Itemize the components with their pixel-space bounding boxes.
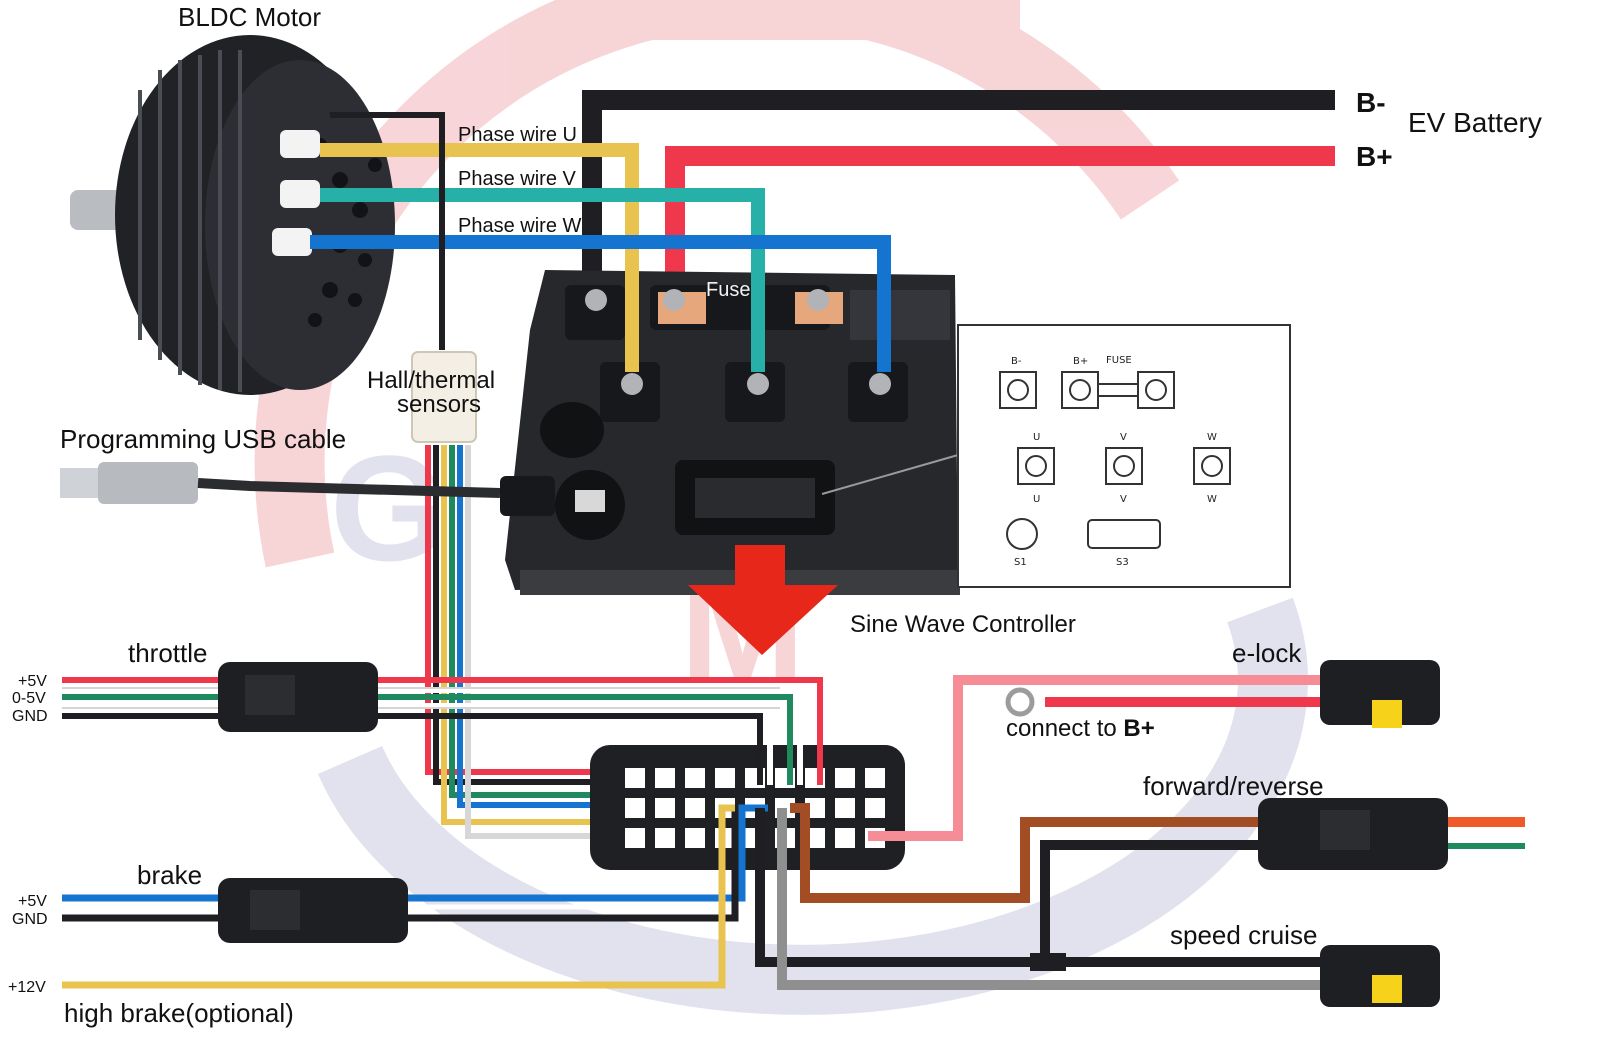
high-brake-label: high brake(optional) bbox=[64, 998, 294, 1028]
elock-wires bbox=[868, 675, 1335, 841]
phase-v-label: Phase wire V bbox=[458, 168, 576, 190]
panel-fuse-label: FUSE bbox=[1106, 355, 1132, 366]
elock-connector bbox=[1320, 660, 1440, 728]
forward-reverse-connector bbox=[1258, 798, 1448, 870]
panel-v-label-bottom: V bbox=[1120, 494, 1127, 505]
brake-label: brake bbox=[137, 860, 202, 890]
phase-w-label: Phase wire W bbox=[458, 215, 581, 237]
brake-5v-label: +5V bbox=[18, 893, 47, 910]
v12-label: +12V bbox=[8, 979, 46, 996]
panel-bplus-label: B+ bbox=[1073, 356, 1088, 367]
fuse-label: Fuse bbox=[706, 279, 750, 301]
usb-cable bbox=[60, 462, 501, 504]
high-brake-wire bbox=[62, 804, 735, 989]
brake-connector bbox=[218, 878, 408, 943]
b-plus-label: B+ bbox=[1356, 141, 1393, 172]
sine-wave-controller bbox=[500, 270, 960, 595]
panel-s1-label: S1 bbox=[1014, 557, 1027, 568]
bldc-motor bbox=[70, 35, 395, 395]
forward-reverse-label: forward/reverse bbox=[1143, 771, 1324, 801]
panel-w-label: W bbox=[1207, 432, 1217, 443]
throttle-connector bbox=[218, 662, 378, 732]
panel-w-label-bottom: W bbox=[1207, 494, 1217, 505]
usb-label: Programming USB cable bbox=[60, 424, 346, 454]
terminal-panel: B- B+ FUSE U V W U V W S1 S3 bbox=[957, 324, 1291, 588]
forward-reverse-wires bbox=[790, 803, 1525, 962]
speed-cruise-wires bbox=[755, 808, 1330, 990]
connect-label: connect to B+ bbox=[1006, 715, 1155, 742]
hall-cable bbox=[330, 112, 693, 839]
panel-bminus-label: B- bbox=[1011, 356, 1022, 367]
motor-label: BLDC Motor bbox=[178, 2, 321, 32]
speed-cruise-connector bbox=[1320, 945, 1440, 1007]
speed-cruise-label: speed cruise bbox=[1170, 920, 1317, 950]
throttle-signal-label: 0-5V bbox=[12, 690, 46, 707]
elock-label: e-lock bbox=[1232, 638, 1302, 668]
panel-u-label-bottom: U bbox=[1033, 494, 1040, 505]
b-minus-label: B- bbox=[1356, 87, 1386, 118]
down-arrow-icon bbox=[688, 545, 838, 655]
hall-label: Hall/thermal bbox=[367, 367, 495, 394]
throttle-label: throttle bbox=[128, 638, 208, 668]
hall-label-2: sensors bbox=[397, 391, 481, 418]
panel-u-label: U bbox=[1033, 432, 1040, 443]
throttle-5v-label: +5V bbox=[18, 673, 47, 690]
controller-label: Sine Wave Controller bbox=[850, 611, 1076, 638]
phase-u-label: Phase wire U bbox=[458, 124, 577, 146]
pointer-line bbox=[821, 454, 959, 495]
battery-label: EV Battery bbox=[1408, 107, 1542, 138]
throttle-gnd-label: GND bbox=[12, 708, 48, 725]
panel-v-label: V bbox=[1120, 432, 1127, 443]
phase-wires bbox=[310, 143, 891, 372]
brake-gnd-label: GND bbox=[12, 911, 48, 928]
panel-s3-label: S3 bbox=[1116, 557, 1129, 568]
